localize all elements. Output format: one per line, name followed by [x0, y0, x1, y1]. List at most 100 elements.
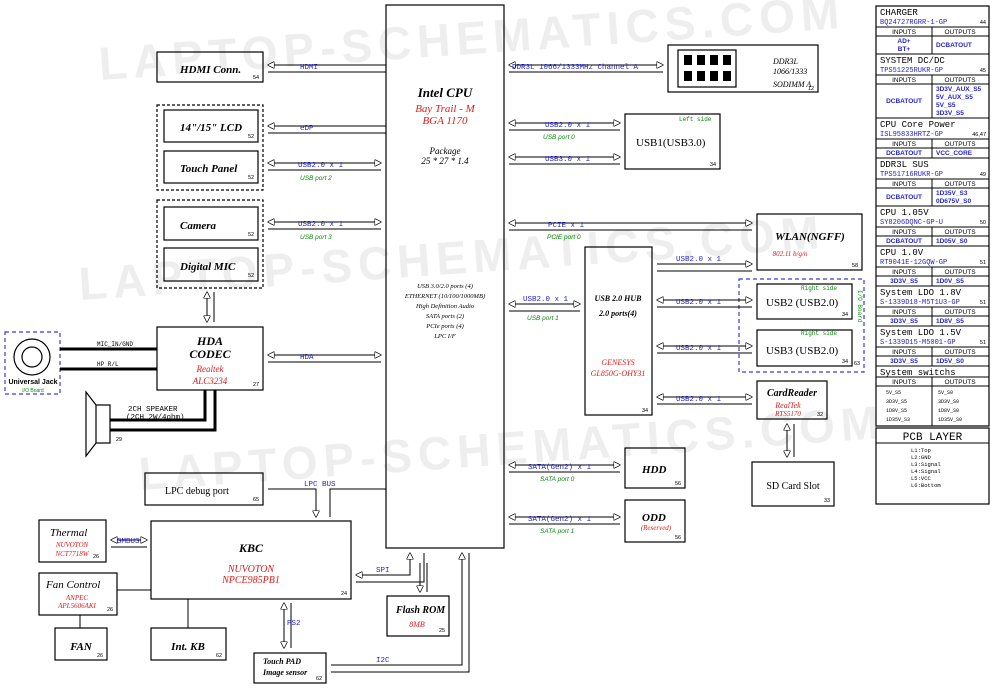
camera-block — [163, 206, 259, 241]
camera-group-frame — [156, 199, 264, 289]
page-number: 27 — [253, 382, 259, 388]
page-number: 32 — [817, 412, 823, 418]
hub-part: GL850G-OHY31 — [591, 369, 646, 378]
page-number: 26 — [93, 554, 99, 560]
sd-card-slot-block — [751, 461, 835, 507]
cardreader-block — [756, 380, 828, 420]
universal-jack-sub: I/O Board — [22, 388, 44, 394]
switch-input-rail: 5V_S5 — [886, 390, 901, 396]
lpc-bus-label: LPC BUS — [304, 481, 336, 489]
power-section-title: SYSTEM DC/DC — [880, 56, 945, 66]
hp-label: HP R/L — [97, 361, 119, 368]
hda-vendor: Realtek — [196, 364, 225, 374]
cardreader-part: RTS5170 — [774, 410, 801, 418]
pcie-bus-label: PCIE x 1 — [548, 222, 585, 230]
page-number: 50 — [980, 220, 986, 226]
switch-output-rail: 3D3V_S0 — [938, 399, 959, 405]
inputs-header: INPUTS — [892, 349, 917, 356]
hub-label: USB 2.0 HUB — [595, 294, 643, 303]
page-number: 45 — [980, 68, 986, 74]
switch-input-rail: 1D8V_S5 — [886, 408, 907, 414]
fanctl-part: APL5606AKI — [57, 602, 96, 610]
usb1-port-label: USB port 0 — [543, 134, 575, 141]
cpu-title: Intel CPU — [417, 85, 473, 100]
lcd-label: 14"/15" LCD — [180, 122, 242, 134]
power-section-part: TPS51225RUKR-GP — [880, 67, 943, 75]
touchpad-block — [253, 652, 327, 684]
usb1-label: USB1(USB3.0) — [636, 137, 706, 149]
power-section-title: System LDO 1.8V — [880, 288, 962, 298]
touchpad-sub-label: Image sensor — [262, 668, 308, 677]
sodimm-label: SODIMM A — [773, 80, 811, 89]
page-number: 26 — [107, 607, 113, 613]
ddr-speed-label: 1066/1333 — [773, 67, 807, 76]
page-number: 34 — [842, 359, 848, 365]
odd-reserved: (Reserved) — [641, 524, 672, 532]
dimm-pin-icon — [684, 55, 692, 65]
kbc-vendor: NUVOTON — [227, 564, 276, 575]
page-number: 49 — [980, 172, 986, 178]
outputs-header: OUTPUTS — [944, 77, 976, 84]
hdd-block — [624, 447, 686, 489]
page-number: 44 — [980, 20, 986, 26]
page-number: 65 — [253, 497, 259, 503]
page-number: 29 — [116, 437, 122, 443]
power-output-rail: 1D05V_S0 — [936, 238, 968, 245]
pcie-port-label: PCIE port 0 — [547, 234, 581, 241]
power-output-rail: 1D5V_S0 — [936, 358, 964, 365]
universal-jack-label: Universal Jack — [8, 379, 57, 386]
power-input-rail: AD+ — [897, 38, 910, 45]
page-number: 62 — [216, 653, 222, 659]
pcb-layer-item: L6:Bottom — [911, 482, 941, 489]
power-input-rail: DCBATOUT — [886, 98, 922, 105]
universal-jack-outer-icon — [13, 338, 51, 376]
dimm-pin-icon — [710, 71, 718, 81]
universal-jack-frame — [4, 331, 61, 395]
ps2-label: PS2 — [287, 620, 301, 628]
page-number: 54 — [253, 75, 259, 81]
hub-usb3-bus-label: USB2.0 x 1 — [676, 345, 722, 353]
page-number: 26 — [97, 653, 103, 659]
io-board-frame — [738, 278, 865, 373]
thermal-part: NCT7718W — [54, 550, 89, 558]
dimm-pin-icon — [710, 55, 718, 65]
pcb-layer-item: L2:GND — [911, 454, 932, 461]
inputs-header: INPUTS — [892, 77, 917, 84]
spi-bus-line — [356, 553, 425, 583]
power-output-rail: 1D0V_S5 — [936, 278, 964, 285]
hub-in-bus-label: USB2.0 x 1 — [523, 296, 569, 304]
hdmi-bus-label: HDMI — [300, 64, 318, 72]
power-section-part: S-1339D15-M5001-GP — [880, 339, 956, 347]
i2c-label: I2C — [376, 657, 390, 665]
pcb-layer-title: PCB LAYER — [903, 432, 963, 444]
lpc-debug-label: LPC debug port — [165, 486, 229, 497]
power-output-rail: 1D8V_S5 — [936, 318, 964, 325]
kbc-label: KBC — [238, 541, 264, 555]
page-number: 24 — [341, 591, 347, 597]
universal-jack-inner-icon — [21, 346, 43, 368]
cpu-package-label: Package — [429, 146, 461, 156]
dimm-pin-icon — [697, 71, 705, 81]
hub-wlan-bus-label: USB2.0 x 1 — [676, 256, 722, 264]
page-number: 52 — [248, 175, 254, 181]
usb1-bus-label: USB2.0 x 1 — [545, 122, 591, 130]
sata1-port-label: SATA port 1 — [540, 528, 575, 535]
dimm-pin-icon — [697, 55, 705, 65]
outputs-header: OUTPUTS — [944, 229, 976, 236]
fan-label: FAN — [69, 641, 93, 653]
ddr-label: DDR3L — [772, 57, 798, 66]
digital-mic-block — [163, 247, 259, 282]
thermal-vendor: NUVOTON — [55, 541, 89, 549]
page-number: 25 — [439, 628, 445, 634]
wlan-label: WLAN(NGFF) — [775, 231, 845, 243]
page-number: 34 — [842, 312, 848, 318]
fan-control-block — [38, 572, 118, 616]
usb3-side-note: Right side — [801, 330, 837, 337]
io-board-vertical-label: I/O Board — [856, 290, 863, 323]
spi-label: SPI — [376, 567, 390, 575]
cpu-block — [385, 4, 505, 549]
usb-hub-block — [584, 246, 653, 416]
hda-codec-block — [156, 326, 264, 391]
